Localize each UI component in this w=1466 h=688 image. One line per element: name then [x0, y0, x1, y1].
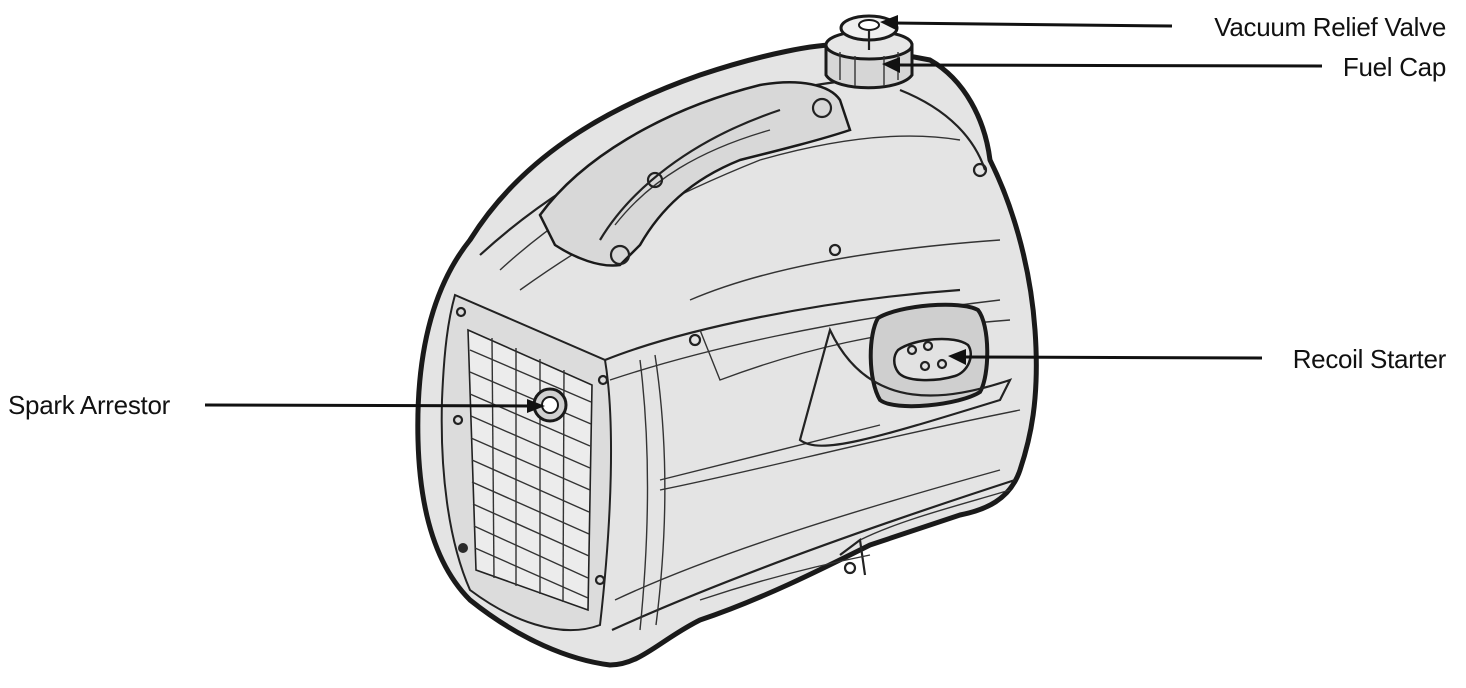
label-spark-arrestor: Spark Arrestor [8, 390, 171, 420]
generator-illustration [415, 14, 1039, 668]
label-recoil-starter: Recoil Starter [1293, 344, 1447, 374]
recoil-starter-part [868, 302, 990, 409]
callout-vacuum-relief-valve: Vacuum Relief Valve [880, 12, 1446, 42]
label-fuel-cap: Fuel Cap [1343, 52, 1446, 82]
callout-fuel-cap: Fuel Cap [882, 52, 1446, 82]
callouts: Vacuum Relief Valve Fuel Cap Recoil Star… [8, 12, 1447, 420]
carry-handle [538, 81, 852, 267]
spark-arrestor-part [532, 387, 568, 423]
callout-recoil-starter: Recoil Starter [948, 344, 1447, 374]
callout-spark-arrestor: Spark Arrestor [8, 390, 545, 420]
fuel-cap-part [824, 29, 914, 90]
label-vacuum-relief-valve: Vacuum Relief Valve [1214, 12, 1446, 42]
